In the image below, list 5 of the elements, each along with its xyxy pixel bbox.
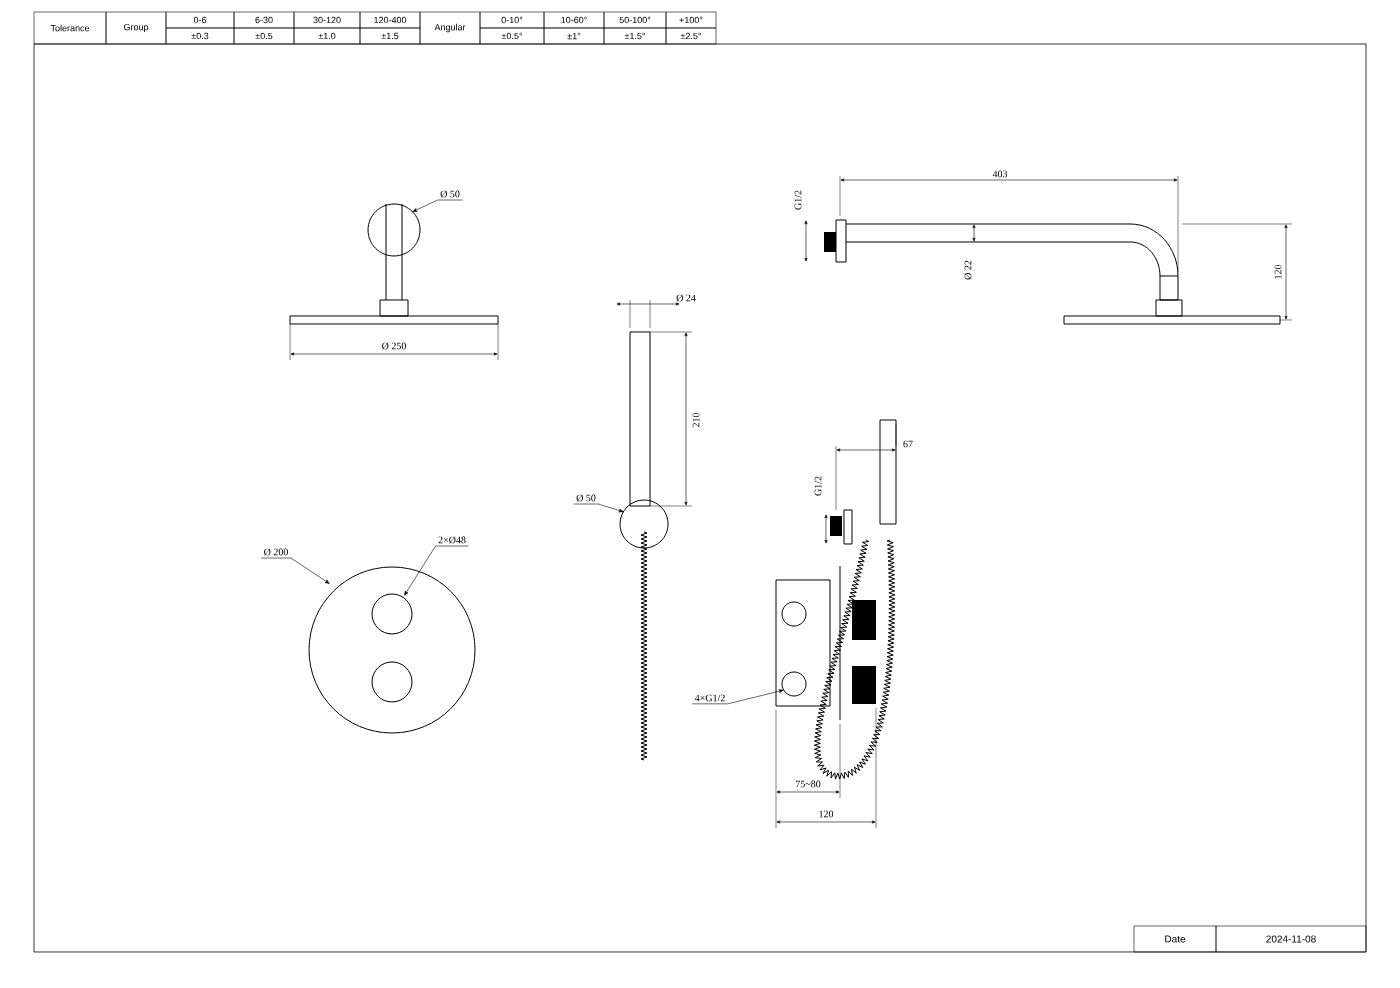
leader-line [404,545,436,596]
leader-line [727,689,784,705]
leader-line [290,557,330,584]
leader-line [598,503,624,513]
leader-line [412,199,438,212]
